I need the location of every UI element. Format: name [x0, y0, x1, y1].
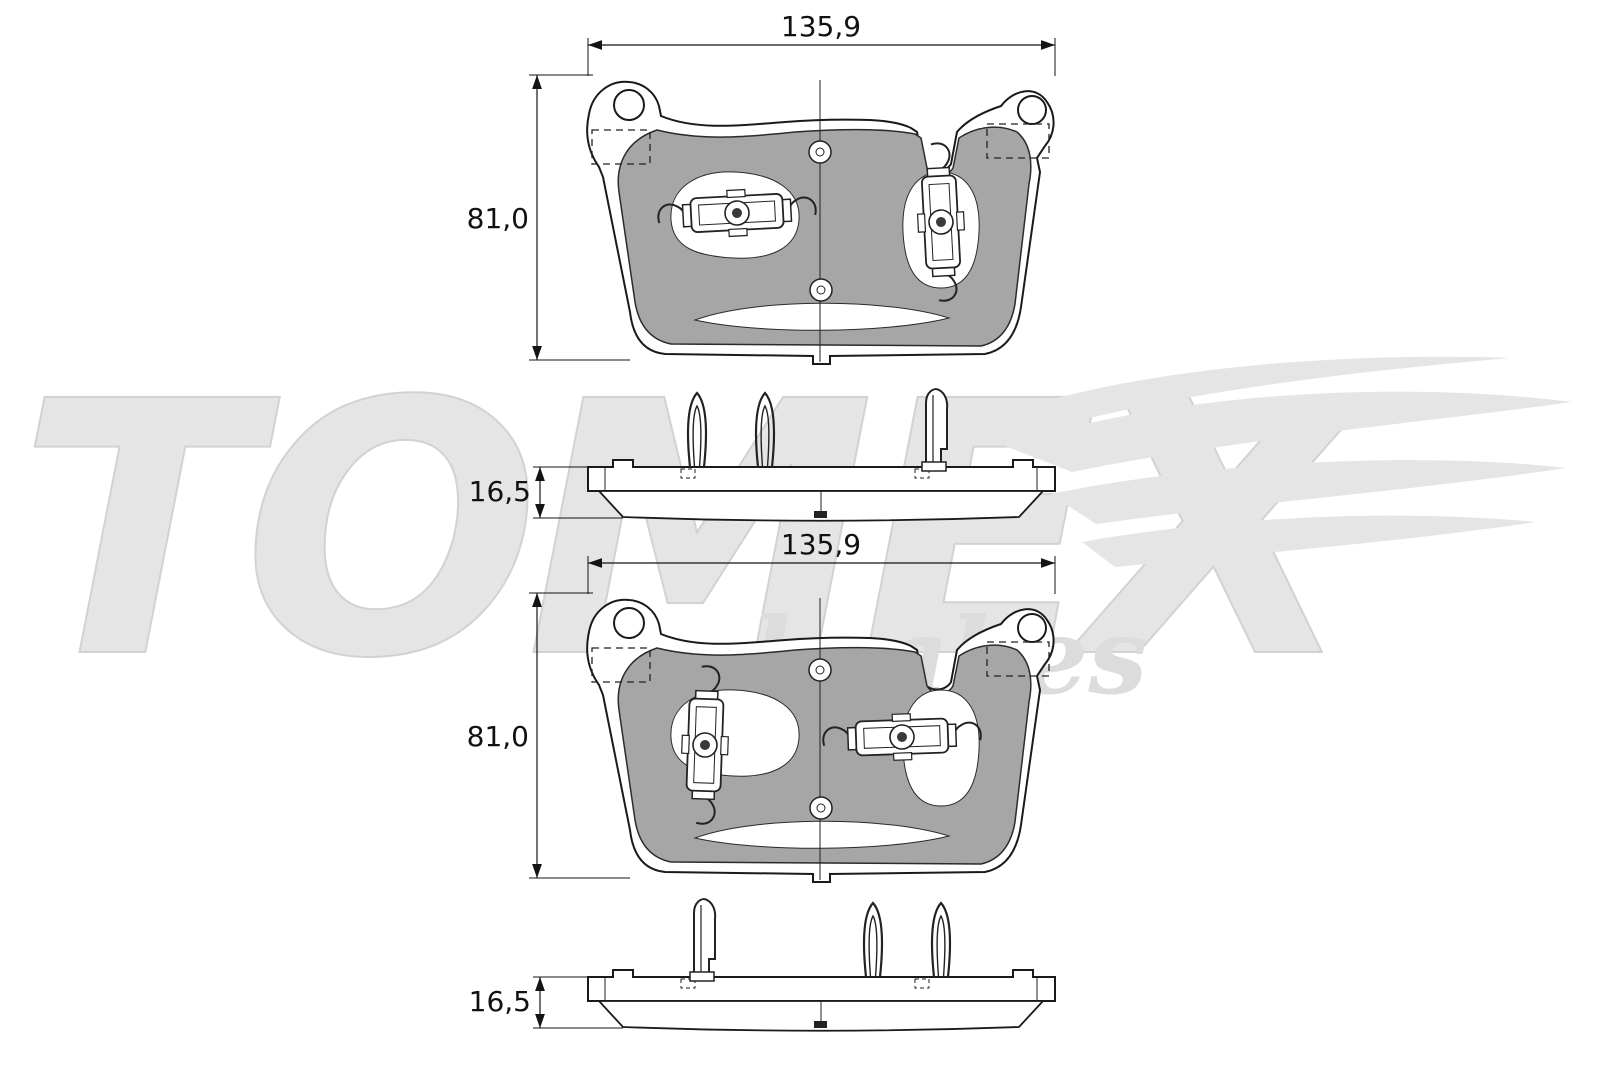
- lower-width-label: 135,9: [781, 528, 861, 561]
- lower-thickness-dimension: 16,5: [469, 976, 623, 1029]
- upper-width-label: 135,9: [781, 10, 861, 43]
- wing-icon: [1005, 356, 1572, 567]
- lower-width-dimension: 135,9: [587, 528, 1056, 594]
- upper-pad-front-view: 135,9 81,0: [467, 10, 1056, 365]
- lower-pad-front-view: 135,9 81,0: [467, 528, 1056, 883]
- upper-thickness-dimension: 16,5: [469, 466, 623, 519]
- upper-thickness-label: 16,5: [469, 475, 531, 508]
- pad-side-outline: [587, 969, 1056, 1032]
- pad-side-outline: [587, 459, 1056, 522]
- upper-height-label: 81,0: [467, 202, 529, 235]
- pad-front-outline: [586, 79, 1055, 365]
- wire-spring-1: [862, 901, 884, 979]
- lower-height-dimension: 81,0: [467, 592, 630, 879]
- lower-thickness-label: 16,5: [469, 985, 531, 1018]
- lower-height-label: 81,0: [467, 720, 529, 753]
- pad-front-outline: [586, 597, 1055, 883]
- upper-height-dimension: 81,0: [467, 74, 630, 361]
- upper-width-dimension: 135,9: [587, 10, 1056, 76]
- upper-pad-side-view: 16,5: [469, 388, 1056, 522]
- retaining-clip: [689, 898, 717, 982]
- wire-spring-2: [930, 901, 952, 979]
- lower-pad-side-view: 16,5: [469, 898, 1056, 1032]
